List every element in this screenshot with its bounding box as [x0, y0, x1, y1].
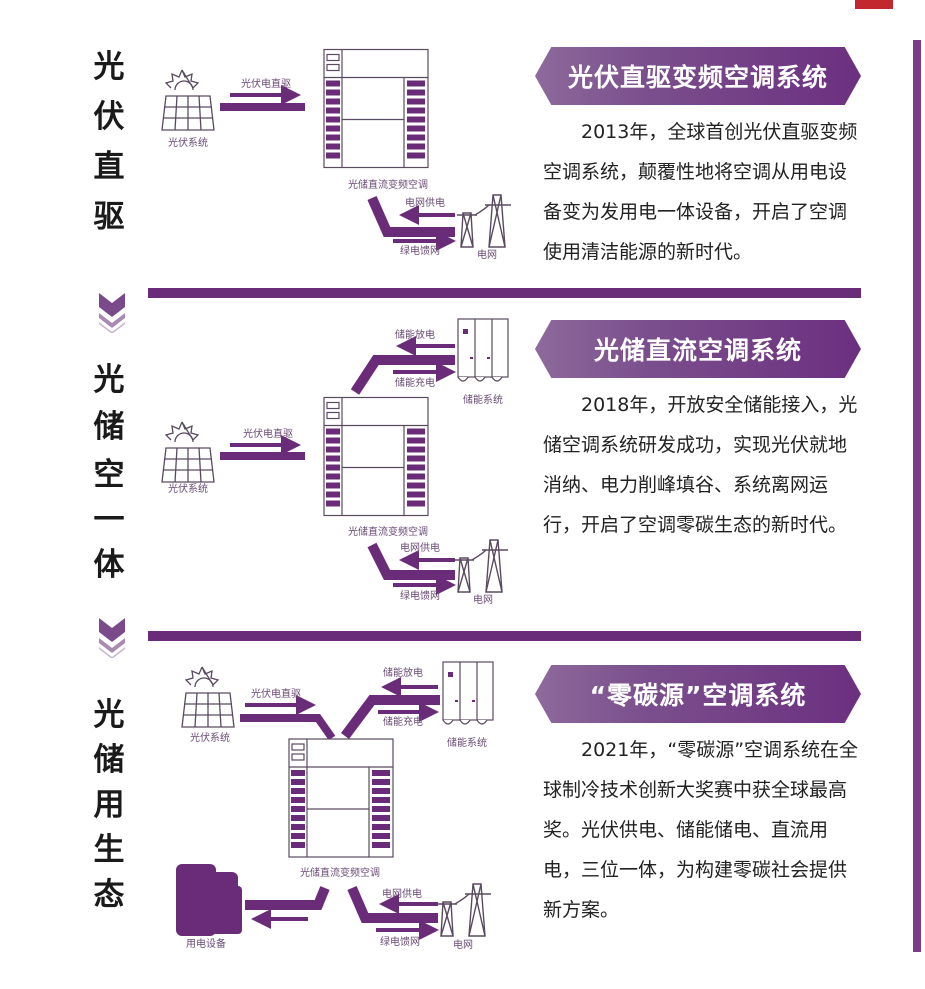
air-conditioner-unit-icon — [288, 738, 394, 858]
side-label-char: 用 — [93, 787, 125, 823]
flow-bar — [240, 714, 336, 741]
grid-label: 电网 — [477, 248, 497, 261]
flow-label: 光伏电直驱 — [251, 687, 301, 700]
flow-bar — [367, 195, 455, 237]
chevron-down-icon — [99, 618, 125, 658]
unit-label: 光储直流变频空调 — [300, 866, 380, 879]
section-divider — [148, 288, 861, 298]
storage-label: 储能系统 — [463, 393, 503, 406]
power-tower-icon — [453, 539, 509, 593]
flow-label: 储能放电 — [383, 666, 423, 679]
right-divider — [913, 40, 921, 952]
solar-panel-icon — [161, 69, 215, 131]
grid-label: 电网 — [453, 938, 473, 951]
flow-bar — [245, 886, 330, 910]
energy-storage-icon — [457, 318, 509, 382]
side-label-char: 体 — [93, 547, 125, 583]
electrical-device-icon — [176, 864, 242, 936]
side-label-char: 光 — [93, 49, 125, 85]
side-label-char: 态 — [93, 877, 125, 913]
solar-panel-icon — [161, 421, 215, 483]
section-title-banner: 光伏直驱变频空调系统 — [535, 47, 861, 105]
flow-label: 绿电馈网 — [380, 935, 420, 948]
section-description: 2018年，开放安全储能接入，光储空调系统研发成功，实现光伏就地消纳、电力削峰填… — [543, 394, 858, 536]
air-conditioner-unit-icon — [323, 396, 429, 517]
side-label-char: 储 — [93, 742, 125, 778]
side-label-char: 驱 — [93, 199, 125, 235]
flow-label: 电网供电 — [382, 887, 422, 900]
section-divider — [148, 631, 861, 641]
flow-label: 绿电馈网 — [400, 589, 440, 602]
flow-label: 绿电馈网 — [400, 244, 440, 257]
side-label-char: 一 — [93, 502, 125, 538]
side-label-char: 空 — [93, 457, 125, 493]
grid-label: 电网 — [473, 593, 493, 606]
unit-label: 光储直流变频空调 — [348, 178, 428, 191]
flow-bar — [367, 542, 455, 580]
flow-bar — [341, 695, 440, 739]
chevron-down-icon — [99, 293, 125, 333]
section-description: 2013年，全球首创光伏直驱变频空调系统，颠覆性地将空调从用电设备变为发用电一体… — [543, 121, 858, 263]
top-corner-mark — [855, 0, 893, 9]
air-conditioner-unit-icon — [323, 48, 429, 169]
flow-label: 光伏电直驱 — [241, 77, 291, 90]
power-tower-icon — [456, 194, 512, 248]
unit-label: 光储直流变频空调 — [348, 525, 428, 538]
flow-label: 电网供电 — [400, 541, 440, 554]
section-title-banner: 光储直流空调系统 — [535, 320, 861, 378]
flow-label: 储能放电 — [395, 328, 435, 341]
flow-label: 电网供电 — [405, 196, 445, 209]
flow-label: 储能充电 — [383, 715, 423, 728]
flow-label: 光伏电直驱 — [243, 427, 293, 440]
side-label-char: 储 — [93, 409, 125, 445]
storage-label: 储能系统 — [447, 736, 487, 749]
flow-bar — [347, 886, 438, 923]
power-tower-icon — [436, 883, 492, 937]
side-label-char: 直 — [93, 149, 125, 185]
solar-label: 光伏系统 — [168, 482, 208, 495]
side-label-char: 光 — [93, 697, 125, 733]
energy-storage-icon — [442, 661, 494, 725]
section-description: 2021年，“零碳源”空调系统在全球制冷技术创新大奖赛中获全球最高奖。光伏供电、… — [543, 739, 859, 921]
side-label-char: 生 — [93, 832, 125, 868]
section-title-banner: “零碳源”空调系统 — [535, 665, 861, 723]
flow-bar — [350, 355, 455, 395]
side-label-char: 光 — [93, 362, 125, 398]
solar-panel-icon — [181, 666, 235, 728]
solar-label: 光伏系统 — [168, 136, 208, 149]
flow-label: 储能充电 — [395, 376, 435, 389]
solar-label: 光伏系统 — [190, 731, 230, 744]
side-label-char: 伏 — [93, 99, 125, 135]
device-label: 用电设备 — [186, 937, 226, 950]
